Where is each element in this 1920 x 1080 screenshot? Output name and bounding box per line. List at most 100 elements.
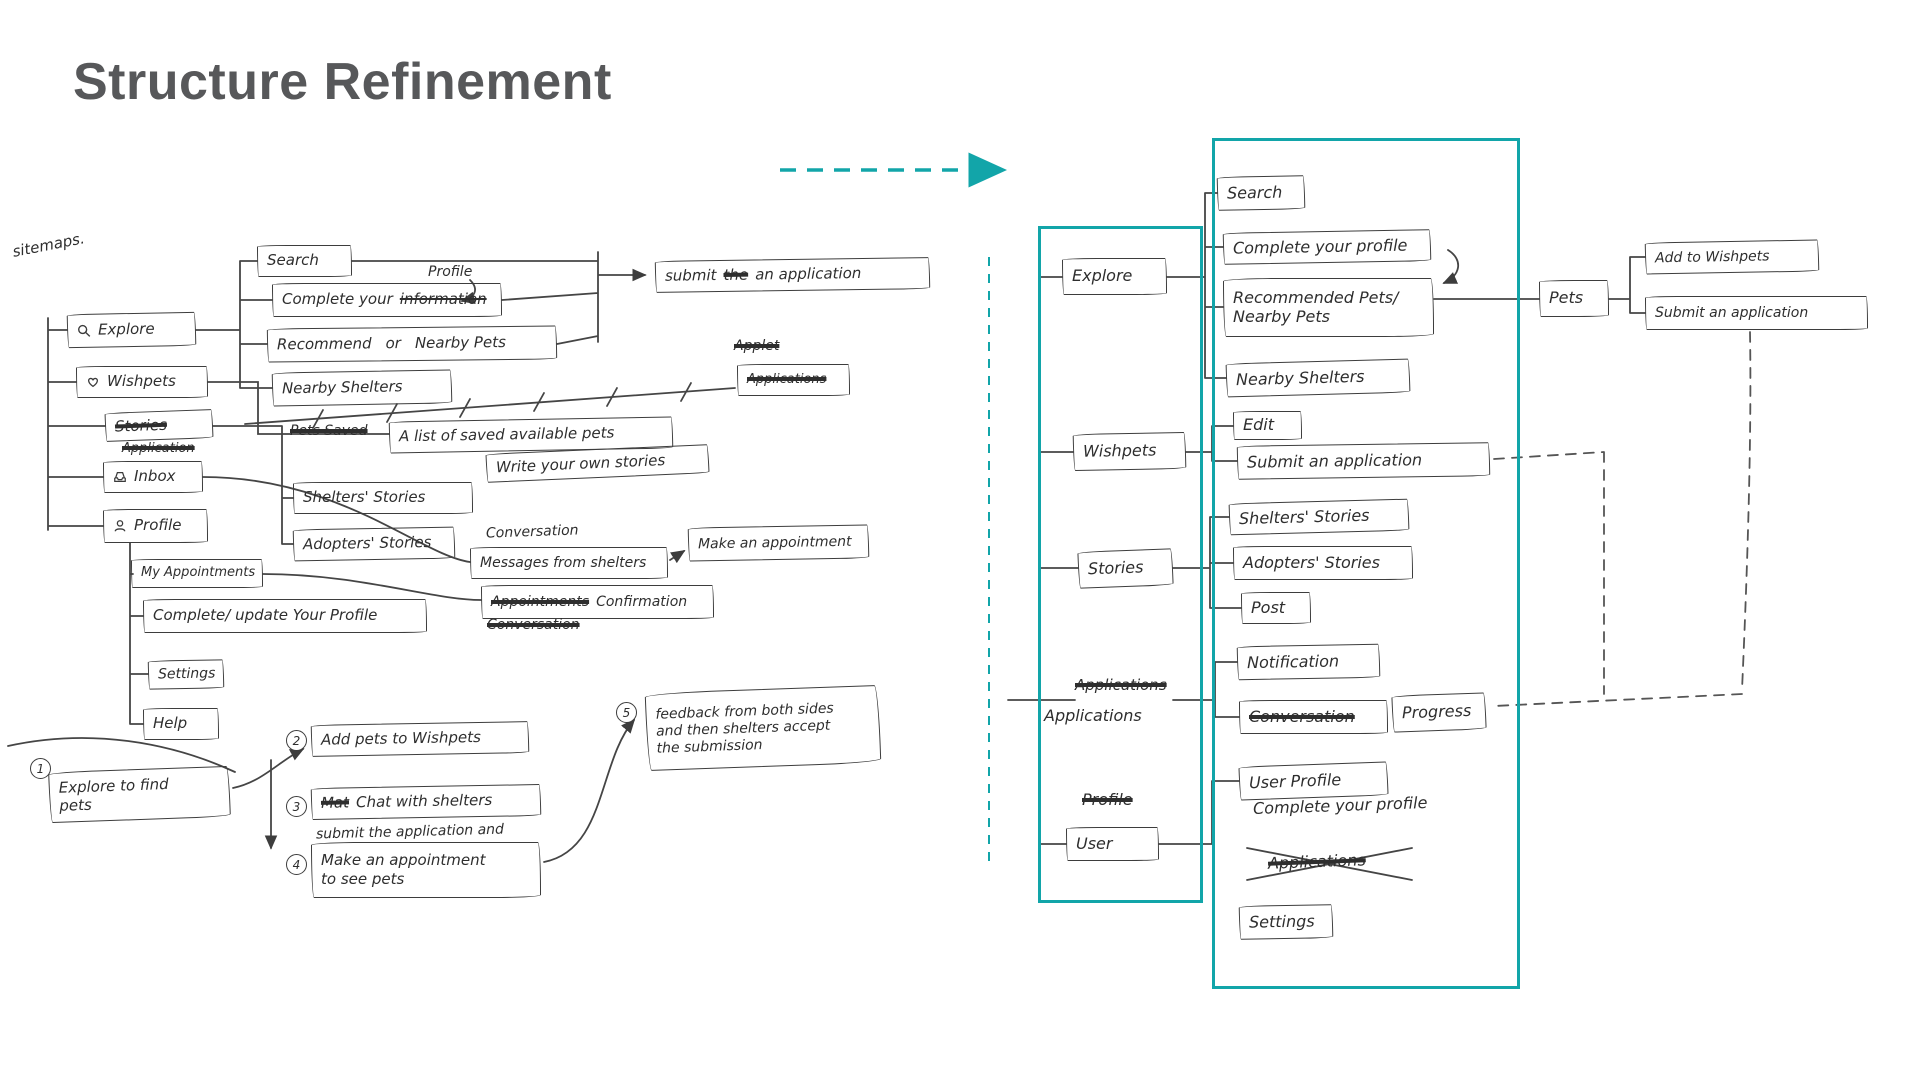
right-notification-box: Notification [1236, 643, 1381, 681]
right-user-profile-label: User Profile [1248, 769, 1342, 793]
right-search-label: Search [1226, 182, 1283, 203]
right-nav-applications-label: Applications [1044, 706, 1142, 725]
left-recommend-or: or [385, 334, 402, 353]
right-pets-submit-application-box: Submit an application [1645, 296, 1868, 330]
left-submit-struck: the [723, 265, 749, 285]
right-add-to-wishpets-box: Add to Wishpets [1644, 239, 1820, 275]
left-nav-stories-label: Stories [114, 415, 168, 436]
right-nav-wishpets: Wishpets [1072, 432, 1187, 471]
right-complete-profile-label: Complete your profile [1232, 235, 1408, 258]
left-flow-arrow-1 [232, 748, 305, 789]
flow-step-1-line1: Explore to find [58, 774, 169, 797]
left-complete-update-box: Complete/ update Your Profile [143, 599, 427, 633]
teal-highlight-pages [1212, 138, 1520, 989]
right-add-to-wishpets-label: Add to Wishpets [1654, 248, 1770, 267]
sitemaps-label: sitemaps. [10, 229, 87, 261]
flow-step-4-box: Make an appointment to see pets [311, 842, 541, 898]
right-nav-stories-label: Stories [1087, 557, 1144, 579]
flow-step-1-number: 1 [30, 758, 51, 779]
left-myappt-line [262, 573, 482, 601]
left-complete-struck: information [399, 290, 487, 309]
right-post-box: Post [1241, 592, 1311, 624]
left-nav-explore-label: Explore [97, 319, 155, 339]
left-complete-info-box: Complete your information [272, 283, 502, 317]
left-recommend-nearby: Nearby Pets [414, 333, 506, 353]
flow-step-5-number: 5 [616, 702, 637, 723]
inbox-icon [113, 470, 127, 484]
left-make-appointment-box: Make an appointment [687, 524, 870, 562]
left-stories-bracket [212, 425, 294, 545]
left-nav-wishpets-label: Wishpets [107, 372, 176, 391]
right-notification-label: Notification [1246, 651, 1340, 672]
left-shelters-stories-label: Shelters' Stories [303, 488, 426, 507]
right-nav-wishpets-label: Wishpets [1082, 440, 1157, 462]
flow-step-3-box: Mat Chat with shelters [310, 783, 542, 821]
flow-step-2-box: Add pets to Wishpets [310, 721, 530, 757]
left-my-appointments-box: My Appointments [131, 559, 263, 588]
left-nearby-shelters-box: Nearby Shelters [271, 369, 453, 407]
right-pets-bracket [1608, 256, 1646, 314]
right-nearby-shelters-label: Nearby Shelters [1235, 366, 1365, 389]
right-nav-stories: Stories [1077, 548, 1174, 589]
left-conversation-struck: Conversation [487, 617, 580, 633]
left-make-appointment-label: Make an appointment [697, 533, 852, 553]
flow-step-1-line2: pets [59, 795, 93, 815]
left-adopters-stories-box: Adopters' Stories [292, 526, 456, 562]
teal-highlight-nav [1038, 226, 1203, 903]
left-search-label: Search [267, 251, 319, 270]
left-applet-note-struck: Applet [734, 338, 780, 354]
flow-step-4-pre: submit the application and [315, 821, 505, 843]
flow-step-5-line3: the submission [656, 737, 763, 757]
left-conversation-note: Conversation [485, 522, 579, 542]
right-nav-applications-struck: Applications [1075, 676, 1167, 694]
heart-icon [86, 375, 100, 389]
left-help-box: Help [143, 708, 219, 740]
left-adopters-stories-label: Adopters' Stories [302, 533, 432, 554]
flow-step-2-label: Add pets to Wishpets [320, 728, 482, 750]
right-adopters-stories-box: Adopters' Stories [1233, 546, 1413, 580]
flow-step-2-number: 2 [286, 730, 307, 751]
left-nav-profile: Profile [103, 509, 208, 543]
flow-step-4-line1: Make an appointment [321, 851, 486, 870]
right-conversation-label: Conversation [1249, 706, 1355, 726]
left-my-appointments-label: My Appointments [141, 565, 256, 581]
left-shelters-stories-box: Shelters' Stories [293, 482, 473, 514]
left-nav-profile-label: Profile [134, 516, 182, 535]
right-pets-submit-application-label: Submit an application [1655, 304, 1809, 321]
left-nav-stories-struck: Stories [104, 409, 214, 442]
right-conversation-box-struck: Conversation [1239, 700, 1388, 734]
right-recommended-line2: Nearby Pets [1233, 307, 1331, 326]
right-nearby-shelters-box: Nearby Shelters [1225, 358, 1411, 398]
right-progress-box: Progress [1391, 692, 1487, 733]
right-applications-struck: Applications [1267, 850, 1367, 873]
right-complete-profile-box: Complete your profile [1222, 229, 1432, 265]
magnifier-icon [77, 324, 91, 338]
right-settings-label: Settings [1248, 911, 1315, 932]
right-pets-label: Pets [1549, 288, 1584, 308]
flow-step-4-line2: to see pets [321, 869, 405, 888]
left-nav-inbox-label: Inbox [134, 467, 176, 486]
left-nav-spine [47, 317, 106, 531]
right-search-box: Search [1216, 175, 1306, 211]
left-help-label: Help [153, 714, 188, 733]
dashed-link-c [1493, 693, 1743, 707]
left-write-own-label: Write your own stories [495, 450, 666, 477]
left-applications-label: Applications [747, 371, 827, 387]
left-submit-prefix: submit [664, 266, 717, 286]
left-settings-label: Settings [157, 665, 216, 683]
right-submit-application-label: Submit an application [1246, 449, 1423, 472]
left-submit-suffix: an application [755, 264, 862, 284]
left-confirmation-box: Appointments Confirmation [481, 585, 714, 619]
dashed-link-b [1741, 331, 1752, 691]
right-edit-label: Edit [1243, 415, 1274, 435]
left-complete-update-label: Complete/ update Your Profile [153, 606, 378, 625]
left-recommend-label: Recommend [276, 334, 372, 354]
left-confirmation-label: Confirmation [596, 593, 688, 610]
left-submit-application-box: submit the an application [654, 257, 931, 293]
flow-step-1-box: Explore to find pets [48, 765, 231, 824]
left-msg-arrow [669, 550, 686, 564]
left-messages-box: Messages from shelters [470, 547, 668, 579]
left-appointments-struck: Appointments [491, 593, 590, 610]
left-nav-wishpets: Wishpets [76, 366, 208, 398]
